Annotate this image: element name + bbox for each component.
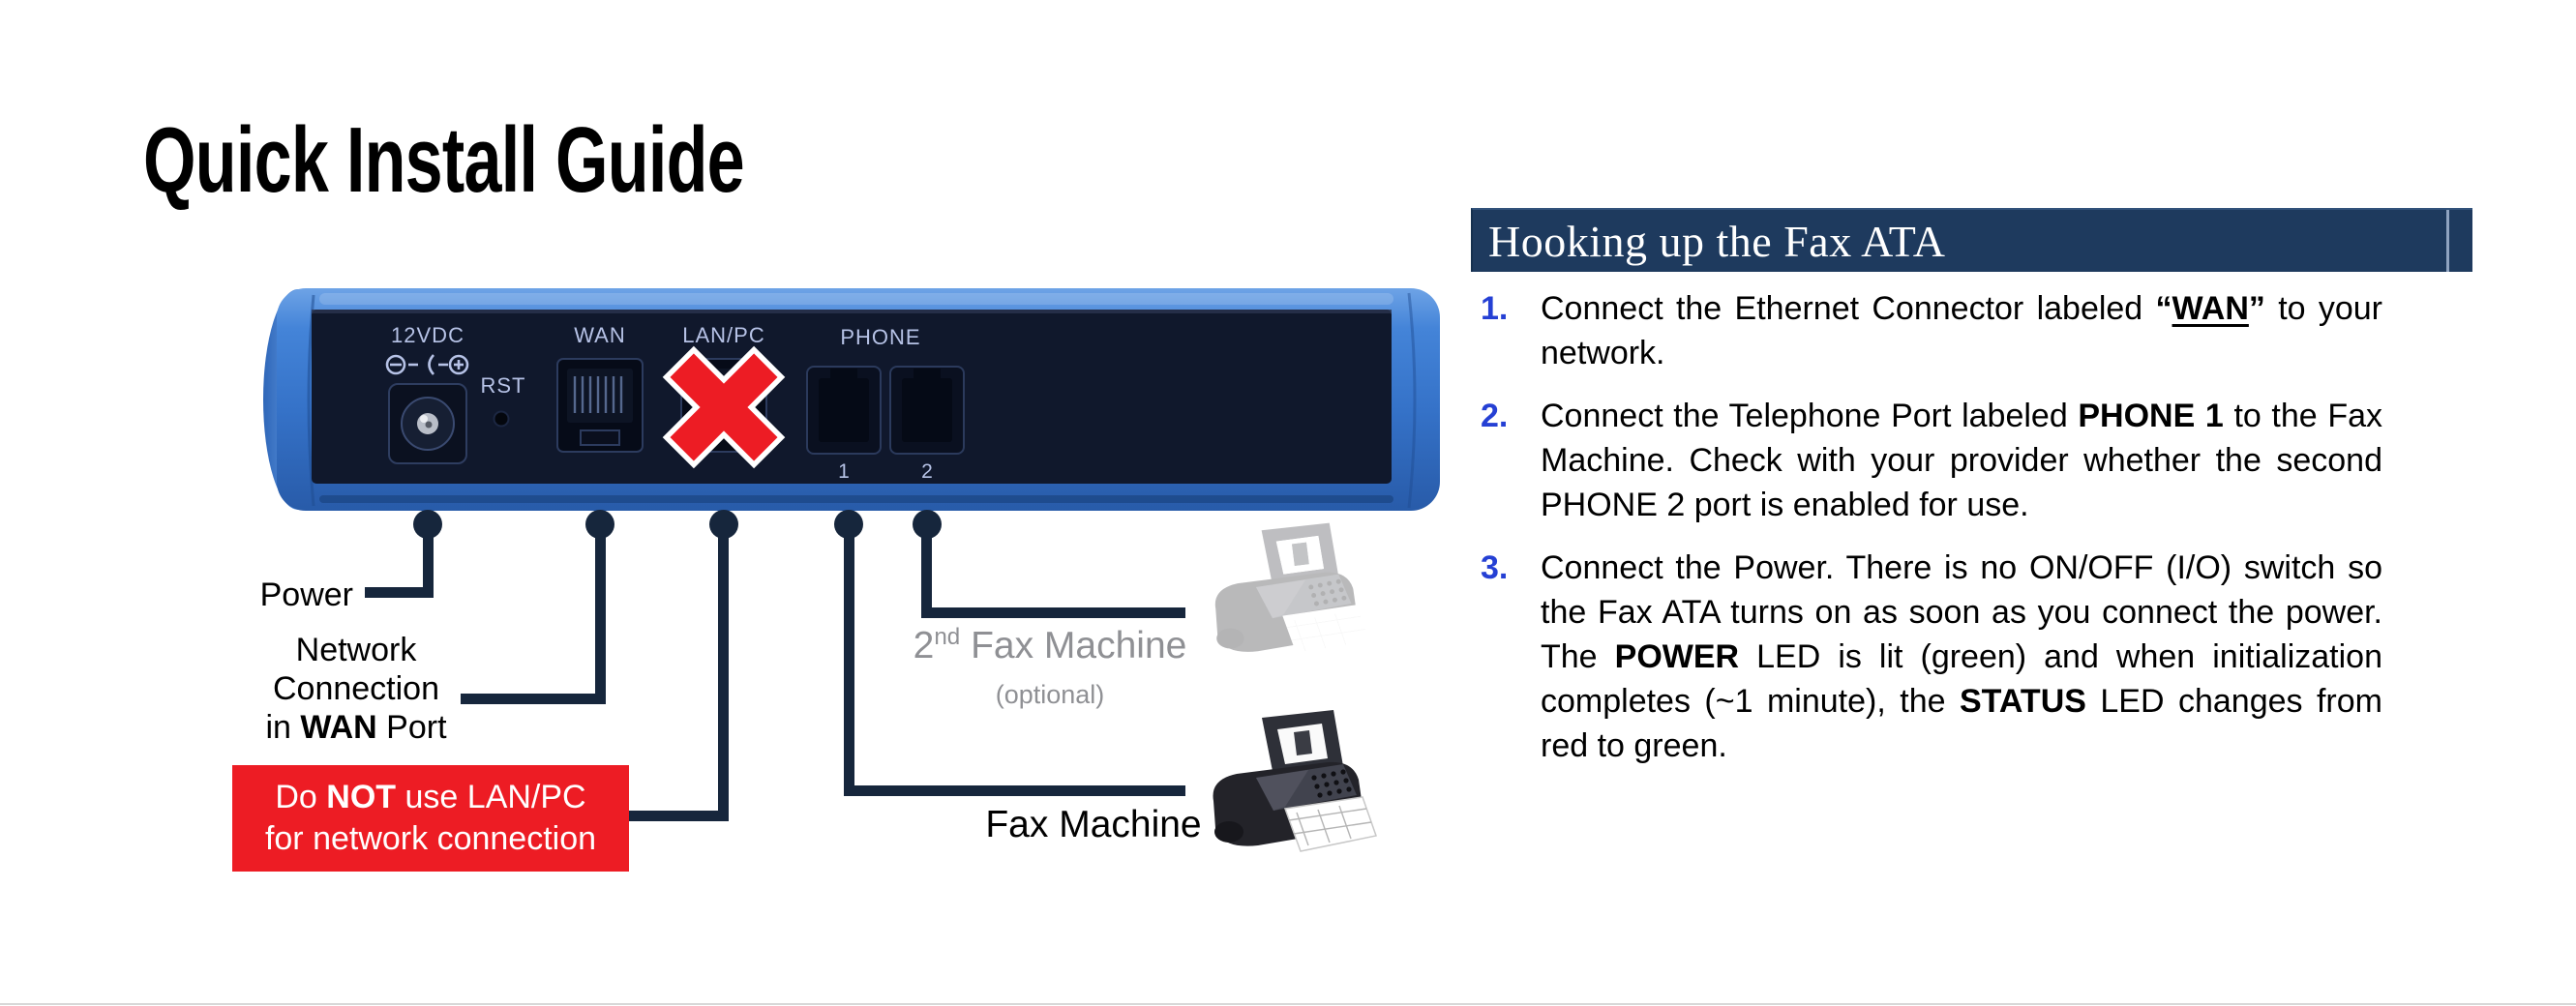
power-jack-12vdc: 12VDC bbox=[385, 323, 469, 464]
connector-phone1-vertical bbox=[844, 522, 854, 796]
reset-label: RST bbox=[481, 373, 526, 398]
step-1: 1. Connect the Ethernet Connector labele… bbox=[1481, 286, 2390, 375]
section-header-accent-line bbox=[2446, 210, 2449, 272]
connector-lan-horizontal bbox=[629, 811, 729, 821]
step-1-text: Connect the Ethernet Connector labeled “… bbox=[1541, 290, 2383, 371]
step-2: 2. Connect the Telephone Port labeled PH… bbox=[1481, 394, 2390, 527]
power-jack-label: 12VDC bbox=[391, 323, 464, 347]
lan-warning-text: Do NOT use LAN/PC for network connection bbox=[264, 779, 597, 857]
callout-label-fax: Fax Machine bbox=[985, 804, 1202, 845]
connector-lan-vertical bbox=[718, 522, 729, 821]
connector-phone2-horizontal bbox=[921, 607, 1185, 618]
red-x-icon bbox=[662, 345, 786, 469]
callout-note-optional: (optional) bbox=[995, 680, 1105, 709]
callout-label-wan: Network Connection in WAN Port bbox=[265, 632, 447, 746]
page-title: Quick Install Guide bbox=[143, 108, 745, 212]
phone-port-2: 2 bbox=[889, 366, 965, 483]
step-3-text: Connect the Power. There is no ON/OFF (I… bbox=[1541, 549, 2382, 764]
callout-label-2nd-fax: 2nd Fax Machine bbox=[913, 624, 1187, 666]
lan-warning-box: Do NOT use LAN/PC for network connection bbox=[232, 765, 629, 872]
connector-power-horizontal bbox=[365, 587, 434, 598]
section-header-bar: Hooking up the Fax ATA bbox=[1471, 208, 2472, 272]
phone-label: PHONE bbox=[840, 325, 920, 349]
lan-pc-label: LAN/PC bbox=[682, 323, 764, 347]
polarity-symbol-icon bbox=[385, 354, 469, 375]
fax-machine-image bbox=[1212, 709, 1377, 852]
connector-phone2-vertical bbox=[921, 522, 932, 618]
section-heading: Hooking up the Fax ATA bbox=[1488, 217, 1946, 266]
connector-wan-vertical bbox=[595, 522, 606, 704]
wan-port: WAN bbox=[556, 323, 644, 453]
phone-port-1: 1 bbox=[806, 366, 882, 483]
phone-port-1-number: 1 bbox=[838, 460, 850, 483]
callout-label-power: Power bbox=[259, 577, 353, 613]
page-bottom-edge bbox=[0, 1003, 2576, 1005]
reset-button: RST bbox=[481, 373, 526, 428]
step-3: 3. Connect the Power. There is no ON/OFF… bbox=[1481, 546, 2390, 768]
step-2-text: Connect the Telephone Port labeled PHONE… bbox=[1541, 398, 2382, 523]
phone-ports: PHONE 1 2 bbox=[806, 325, 965, 483]
step-3-number: 3. bbox=[1481, 549, 1509, 586]
fax-ata-device-photo: 12VDC RST WAN bbox=[263, 288, 1440, 511]
connector-power-vertical bbox=[423, 522, 434, 598]
lan-pc-port: LAN/PC bbox=[662, 323, 786, 469]
connector-phone1-horizontal bbox=[844, 785, 1185, 796]
connector-wan-horizontal bbox=[461, 694, 606, 704]
wan-label: WAN bbox=[574, 323, 626, 347]
phone-port-2-number: 2 bbox=[921, 460, 933, 483]
second-fax-machine-image bbox=[1214, 522, 1371, 658]
install-steps-list: 1. Connect the Ethernet Connector labele… bbox=[1481, 286, 2390, 786]
step-2-number: 2. bbox=[1481, 398, 1509, 434]
step-1-number: 1. bbox=[1481, 290, 1509, 327]
